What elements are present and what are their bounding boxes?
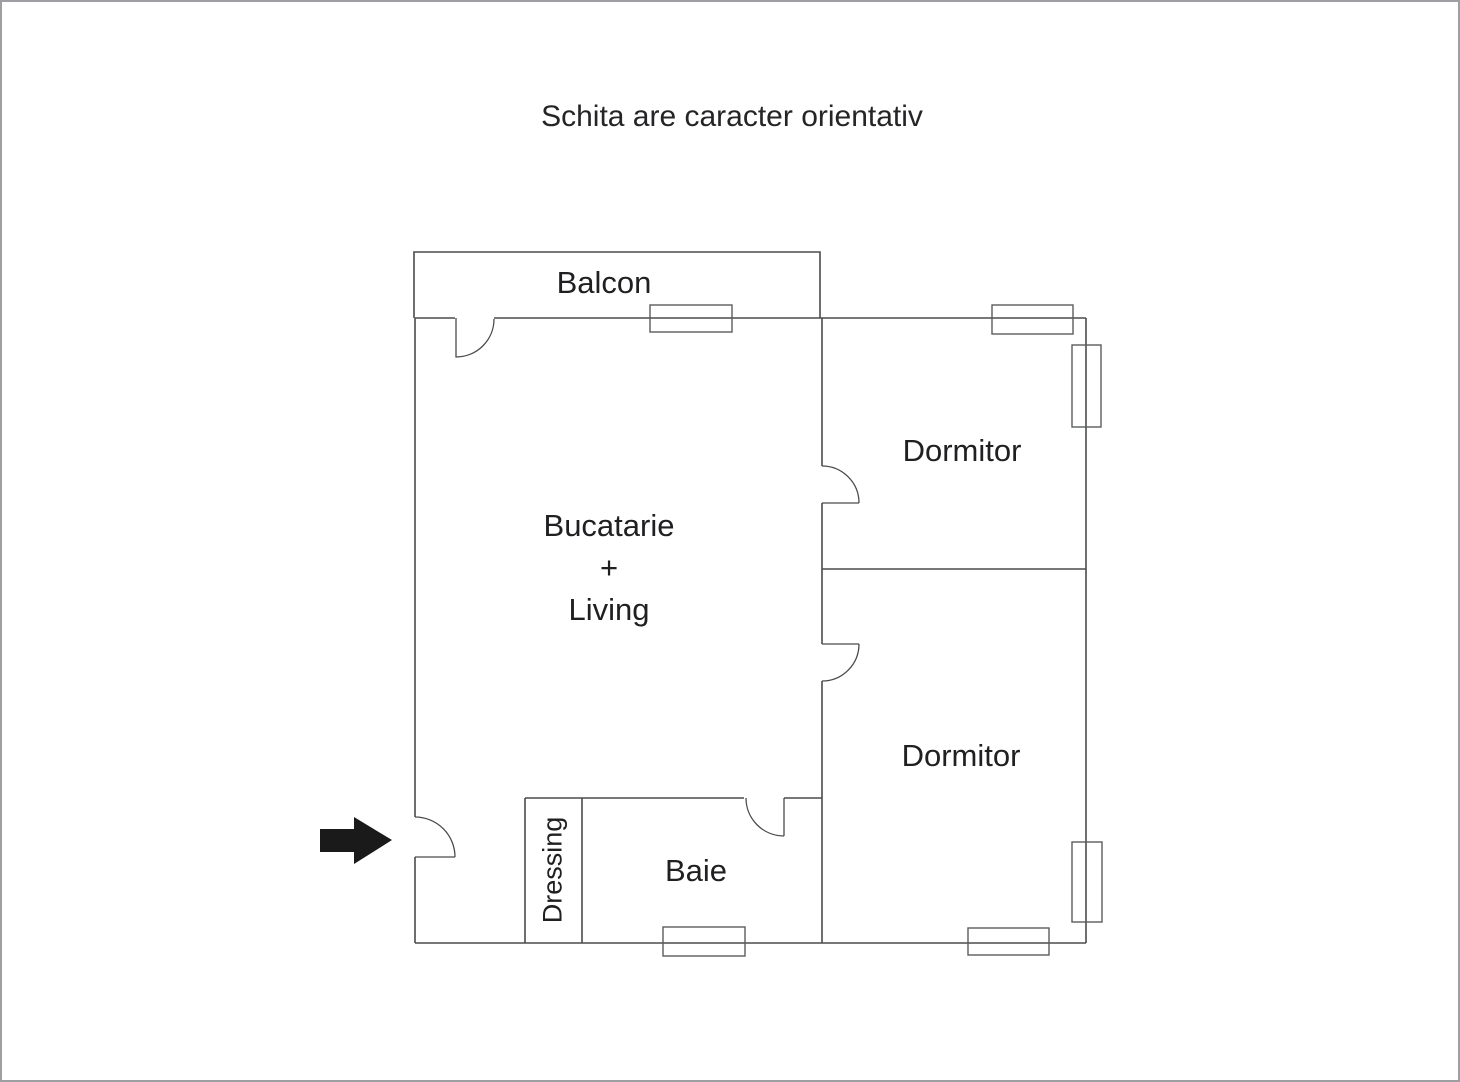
plan-title: Schita are caracter orientativ	[541, 100, 923, 133]
window-bottom-bathroom	[662, 926, 746, 957]
balcony-door-arc	[455, 318, 495, 358]
dressing-walls	[524, 798, 583, 943]
bedroom-bottom-door-arc	[821, 643, 860, 682]
kitchen-living-line2: +	[599, 550, 619, 585]
room-label-kitchen-living: Bucatarie + Living	[544, 505, 675, 631]
kitchen-living-line1: Bucatarie	[543, 508, 675, 543]
bedroom-top-door-arc	[821, 465, 860, 504]
room-label-dressing: Dressing	[537, 816, 568, 924]
room-label-bathroom: Baie	[664, 853, 728, 888]
window-right-upper	[1071, 344, 1102, 428]
window-top-right	[991, 304, 1074, 335]
entrance-door-arc	[414, 816, 456, 858]
window-right-lower	[1071, 841, 1103, 923]
balcony-outline	[413, 251, 821, 318]
room-label-balcony: Balcon	[556, 265, 652, 300]
kitchen-living-line3: Living	[568, 592, 650, 627]
entrance-arrow-icon	[320, 817, 392, 864]
window-balcony	[649, 304, 733, 333]
room-label-bedroom-top: Dormitor	[902, 433, 1022, 468]
room-label-bedroom-bottom: Dormitor	[901, 738, 1021, 773]
window-bottom-bedroom	[967, 927, 1050, 956]
bathroom-door-arc	[745, 797, 785, 837]
